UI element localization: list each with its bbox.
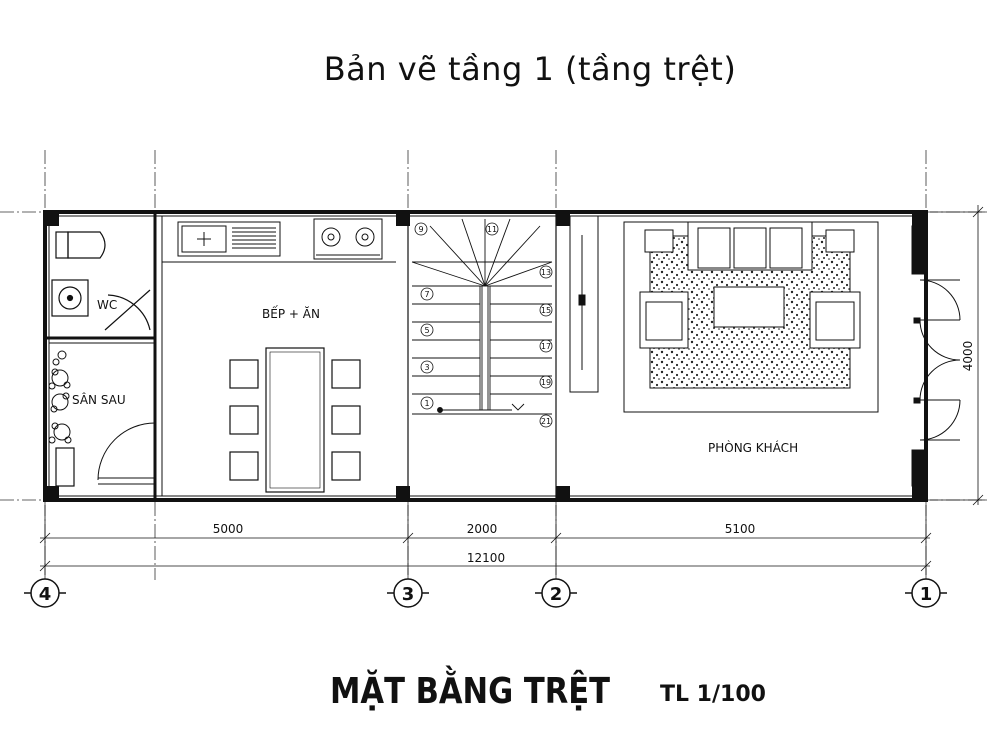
columns: [45, 212, 926, 500]
stair-step-label: 21: [541, 417, 551, 426]
dimension-lines: [39, 205, 985, 575]
axis-markers: [24, 578, 947, 608]
room-label-backyard: SÂN SAU: [72, 392, 126, 407]
stair-step-label: 13: [541, 268, 551, 277]
room-label-living: PHÒNG KHÁCH: [708, 440, 798, 455]
stair-step-label: 1: [424, 399, 429, 408]
stair-numbers: [414, 222, 553, 428]
stair-step-label: 7: [424, 290, 429, 299]
axis-label-2: 2: [550, 584, 563, 605]
dimension-label-total: 12100: [467, 551, 505, 565]
dimension-label-2000: 2000: [467, 522, 498, 536]
stair-step-label: 3: [424, 363, 429, 372]
back-door: [55, 422, 156, 487]
stair-number-labels: 1 3 5 7 9 11 13 15 17 19 21: [418, 225, 551, 426]
dimension-label-depth: 4000: [961, 341, 975, 372]
stair-step-label: 9: [418, 225, 423, 234]
walls: [43, 210, 928, 502]
stair-step-label: 19: [541, 378, 551, 387]
stair-step-label: 5: [424, 326, 429, 335]
stair-step-label: 17: [541, 342, 551, 351]
staircase: [411, 218, 553, 415]
room-label-kitchen: BẾP + ĂN: [262, 305, 320, 321]
living-room-furniture: [623, 221, 879, 413]
plant-icons: [48, 350, 72, 444]
room-label-wc: WC: [97, 298, 117, 312]
axis-label-1: 1: [920, 584, 933, 605]
dimension-label-5000: 5000: [213, 522, 244, 536]
display-shelf: [569, 215, 599, 393]
front-doors: [911, 225, 961, 487]
axis-label-4: 4: [39, 584, 52, 605]
stair-step-label: 15: [541, 306, 551, 315]
axis-label-3: 3: [402, 584, 415, 605]
plan-scale: TL 1/100: [660, 682, 766, 707]
dining-set: [229, 347, 361, 493]
plan-title: MẶT BẰNG TRỆT: [330, 665, 610, 712]
stair-step-label: 11: [487, 225, 497, 234]
page-title: Bản vẽ tầng 1 (tầng trệt): [323, 50, 737, 88]
dimension-label-5100: 5100: [725, 522, 756, 536]
kitchen-counter: [162, 218, 396, 263]
wc-fixtures: [51, 231, 151, 331]
